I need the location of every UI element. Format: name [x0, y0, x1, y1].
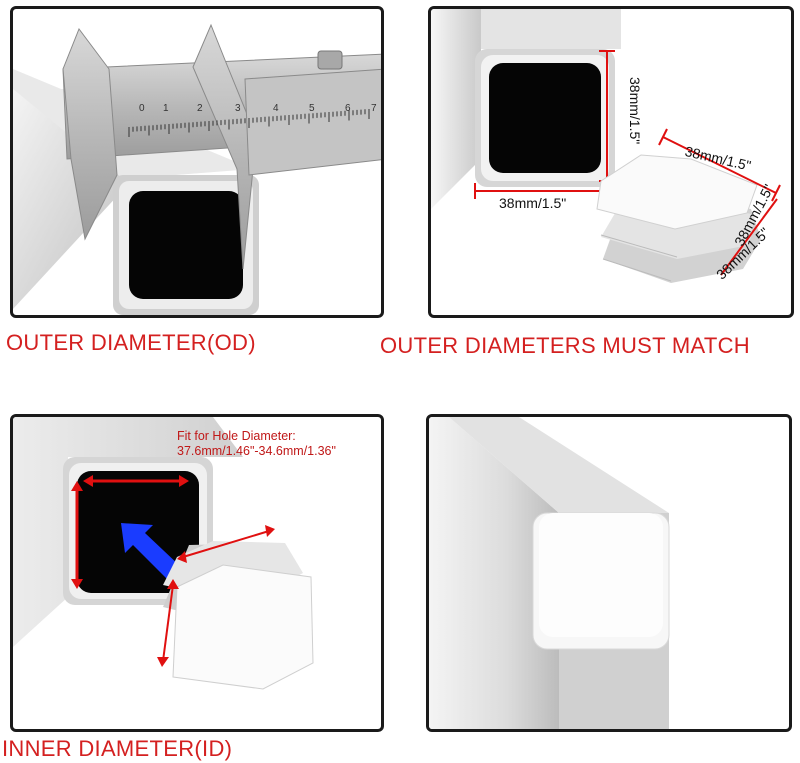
outer-diameter-caption: OUTER DIAMETER(OD)	[6, 330, 256, 355]
scale-number: 3	[235, 103, 241, 114]
outer-match-caption: OUTER DIAMETERS MUST MATCH	[380, 333, 750, 358]
fit-hole-note: Fit for Hole Diameter: 37.6mm/1.46"-34.6…	[177, 429, 336, 459]
scale-number: 0	[139, 103, 145, 114]
scale-number: 6	[345, 103, 351, 114]
caliper-measurement-illustration	[13, 23, 381, 315]
scale-number: 5	[309, 103, 315, 114]
tube-width-label: 38mm/1.5"	[499, 195, 567, 211]
caliper-scale-ticks	[128, 109, 370, 137]
tube-height-label: 38mm/1.5"	[627, 77, 643, 145]
outer-match-panel: 38mm/1.5" 38mm/1.5" 38mm/1.5" 38mm/1.5" …	[428, 6, 794, 318]
inner-diameter-panel: Fit for Hole Diameter: 37.6mm/1.46"-34.6…	[10, 414, 384, 732]
installed-cap-illustration	[429, 417, 670, 729]
installed-cap-panel	[426, 414, 792, 732]
scale-number: 7	[371, 103, 377, 114]
caliper-scale: 0 1 2 3 4 5 6 7	[139, 103, 379, 119]
outer-diameter-panel: 0 1 2 3 4 5 6 7	[10, 6, 384, 318]
fit-hole-note-line2: 37.6mm/1.46"-34.6mm/1.36"	[177, 444, 336, 458]
scale-number: 4	[273, 103, 279, 114]
scale-number: 2	[197, 103, 203, 114]
inner-diameter-illustration	[13, 417, 314, 690]
inner-diameter-caption: INNER DIAMETER(ID)	[2, 736, 233, 761]
outer-match-illustration	[431, 9, 781, 283]
fit-hole-note-line1: Fit for Hole Diameter:	[177, 429, 296, 443]
scale-number: 1	[163, 103, 169, 114]
